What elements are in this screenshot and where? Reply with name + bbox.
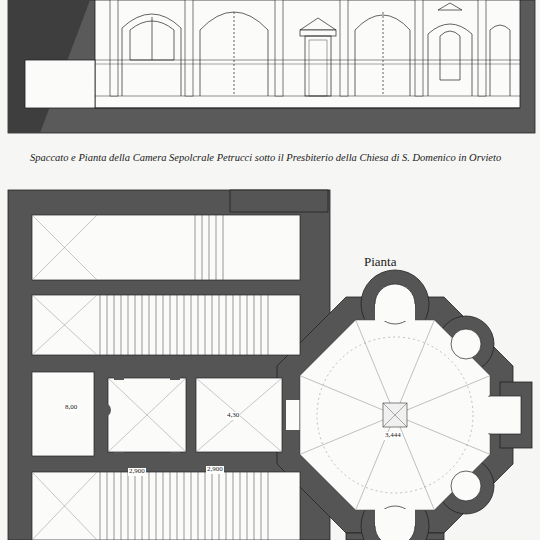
stair-tread: [114, 295, 115, 355]
vault-circle: [317, 337, 473, 493]
stair-tread: [107, 472, 108, 540]
stair-tread: [209, 215, 210, 280]
stair-tread: [219, 472, 220, 540]
stair-tread: [205, 472, 206, 540]
stair-tread: [142, 472, 143, 540]
stair-tread: [170, 295, 171, 355]
stair-tread: [247, 295, 248, 355]
stair-tread: [170, 472, 171, 540]
stair-tread: [128, 472, 129, 540]
stair-tread: [100, 472, 101, 540]
stair-tread: [184, 472, 185, 540]
stair-tread: [191, 295, 192, 355]
stair-tread: [100, 295, 101, 355]
stair-tread: [121, 295, 122, 355]
stair-tread: [219, 295, 220, 355]
stair-tread: [177, 295, 178, 355]
stair-tread: [202, 215, 203, 280]
stair-tread: [149, 472, 150, 540]
vault-rib: [356, 415, 395, 510]
stair-tread: [261, 295, 262, 355]
stair-tread: [114, 472, 115, 540]
stair-tread: [121, 472, 122, 540]
stair-tread: [195, 215, 196, 280]
stair-tread: [254, 295, 255, 355]
section-elevation: [8, 0, 535, 133]
dimension: 8,00: [64, 404, 78, 412]
stair-tread: [223, 215, 224, 280]
dimension: 3,444: [384, 432, 402, 440]
stair-tread: [142, 295, 143, 355]
stair-tread: [216, 215, 217, 280]
stair-tread: [226, 472, 227, 540]
stair-tread: [149, 295, 150, 355]
stair-tread: [135, 295, 136, 355]
plan: [8, 190, 532, 540]
stair-tread: [135, 472, 136, 540]
stair-tread: [205, 295, 206, 355]
stair-tread: [233, 472, 234, 540]
vault-rib: [300, 376, 395, 415]
stair-tread: [247, 472, 248, 540]
stair-tread: [261, 472, 262, 540]
drawing-caption: Spaccato e Pianta della Camera Sepolcral…: [30, 152, 501, 164]
stair-tread: [240, 472, 241, 540]
vault-rib: [300, 415, 395, 454]
stair-tread: [226, 295, 227, 355]
stair-tread: [268, 295, 269, 355]
vault-rib: [395, 376, 490, 415]
stair-tread: [107, 295, 108, 355]
stair-tread: [177, 472, 178, 540]
dimension: 2,900: [206, 466, 224, 474]
stair-tread: [156, 472, 157, 540]
stair-tread: [240, 295, 241, 355]
stair-tread: [212, 472, 213, 540]
vault-rib: [395, 415, 434, 510]
stair-tread: [212, 295, 213, 355]
stair-tread: [128, 295, 129, 355]
stair-tread: [198, 472, 199, 540]
vault-rib: [395, 415, 490, 454]
stair-tread: [198, 295, 199, 355]
dimension: 4,30: [226, 412, 240, 420]
plan-heading: Pianta: [364, 255, 397, 269]
stair-tread: [156, 295, 157, 355]
stair-tread: [233, 295, 234, 355]
stair-tread: [191, 472, 192, 540]
dimension: 2,900: [128, 468, 146, 476]
vault-rib: [356, 320, 395, 415]
stair-tread: [184, 295, 185, 355]
stair-tread: [163, 295, 164, 355]
vault-rib: [395, 320, 434, 415]
stair-tread: [268, 472, 269, 540]
stair-tread: [254, 472, 255, 540]
stair-tread: [163, 472, 164, 540]
